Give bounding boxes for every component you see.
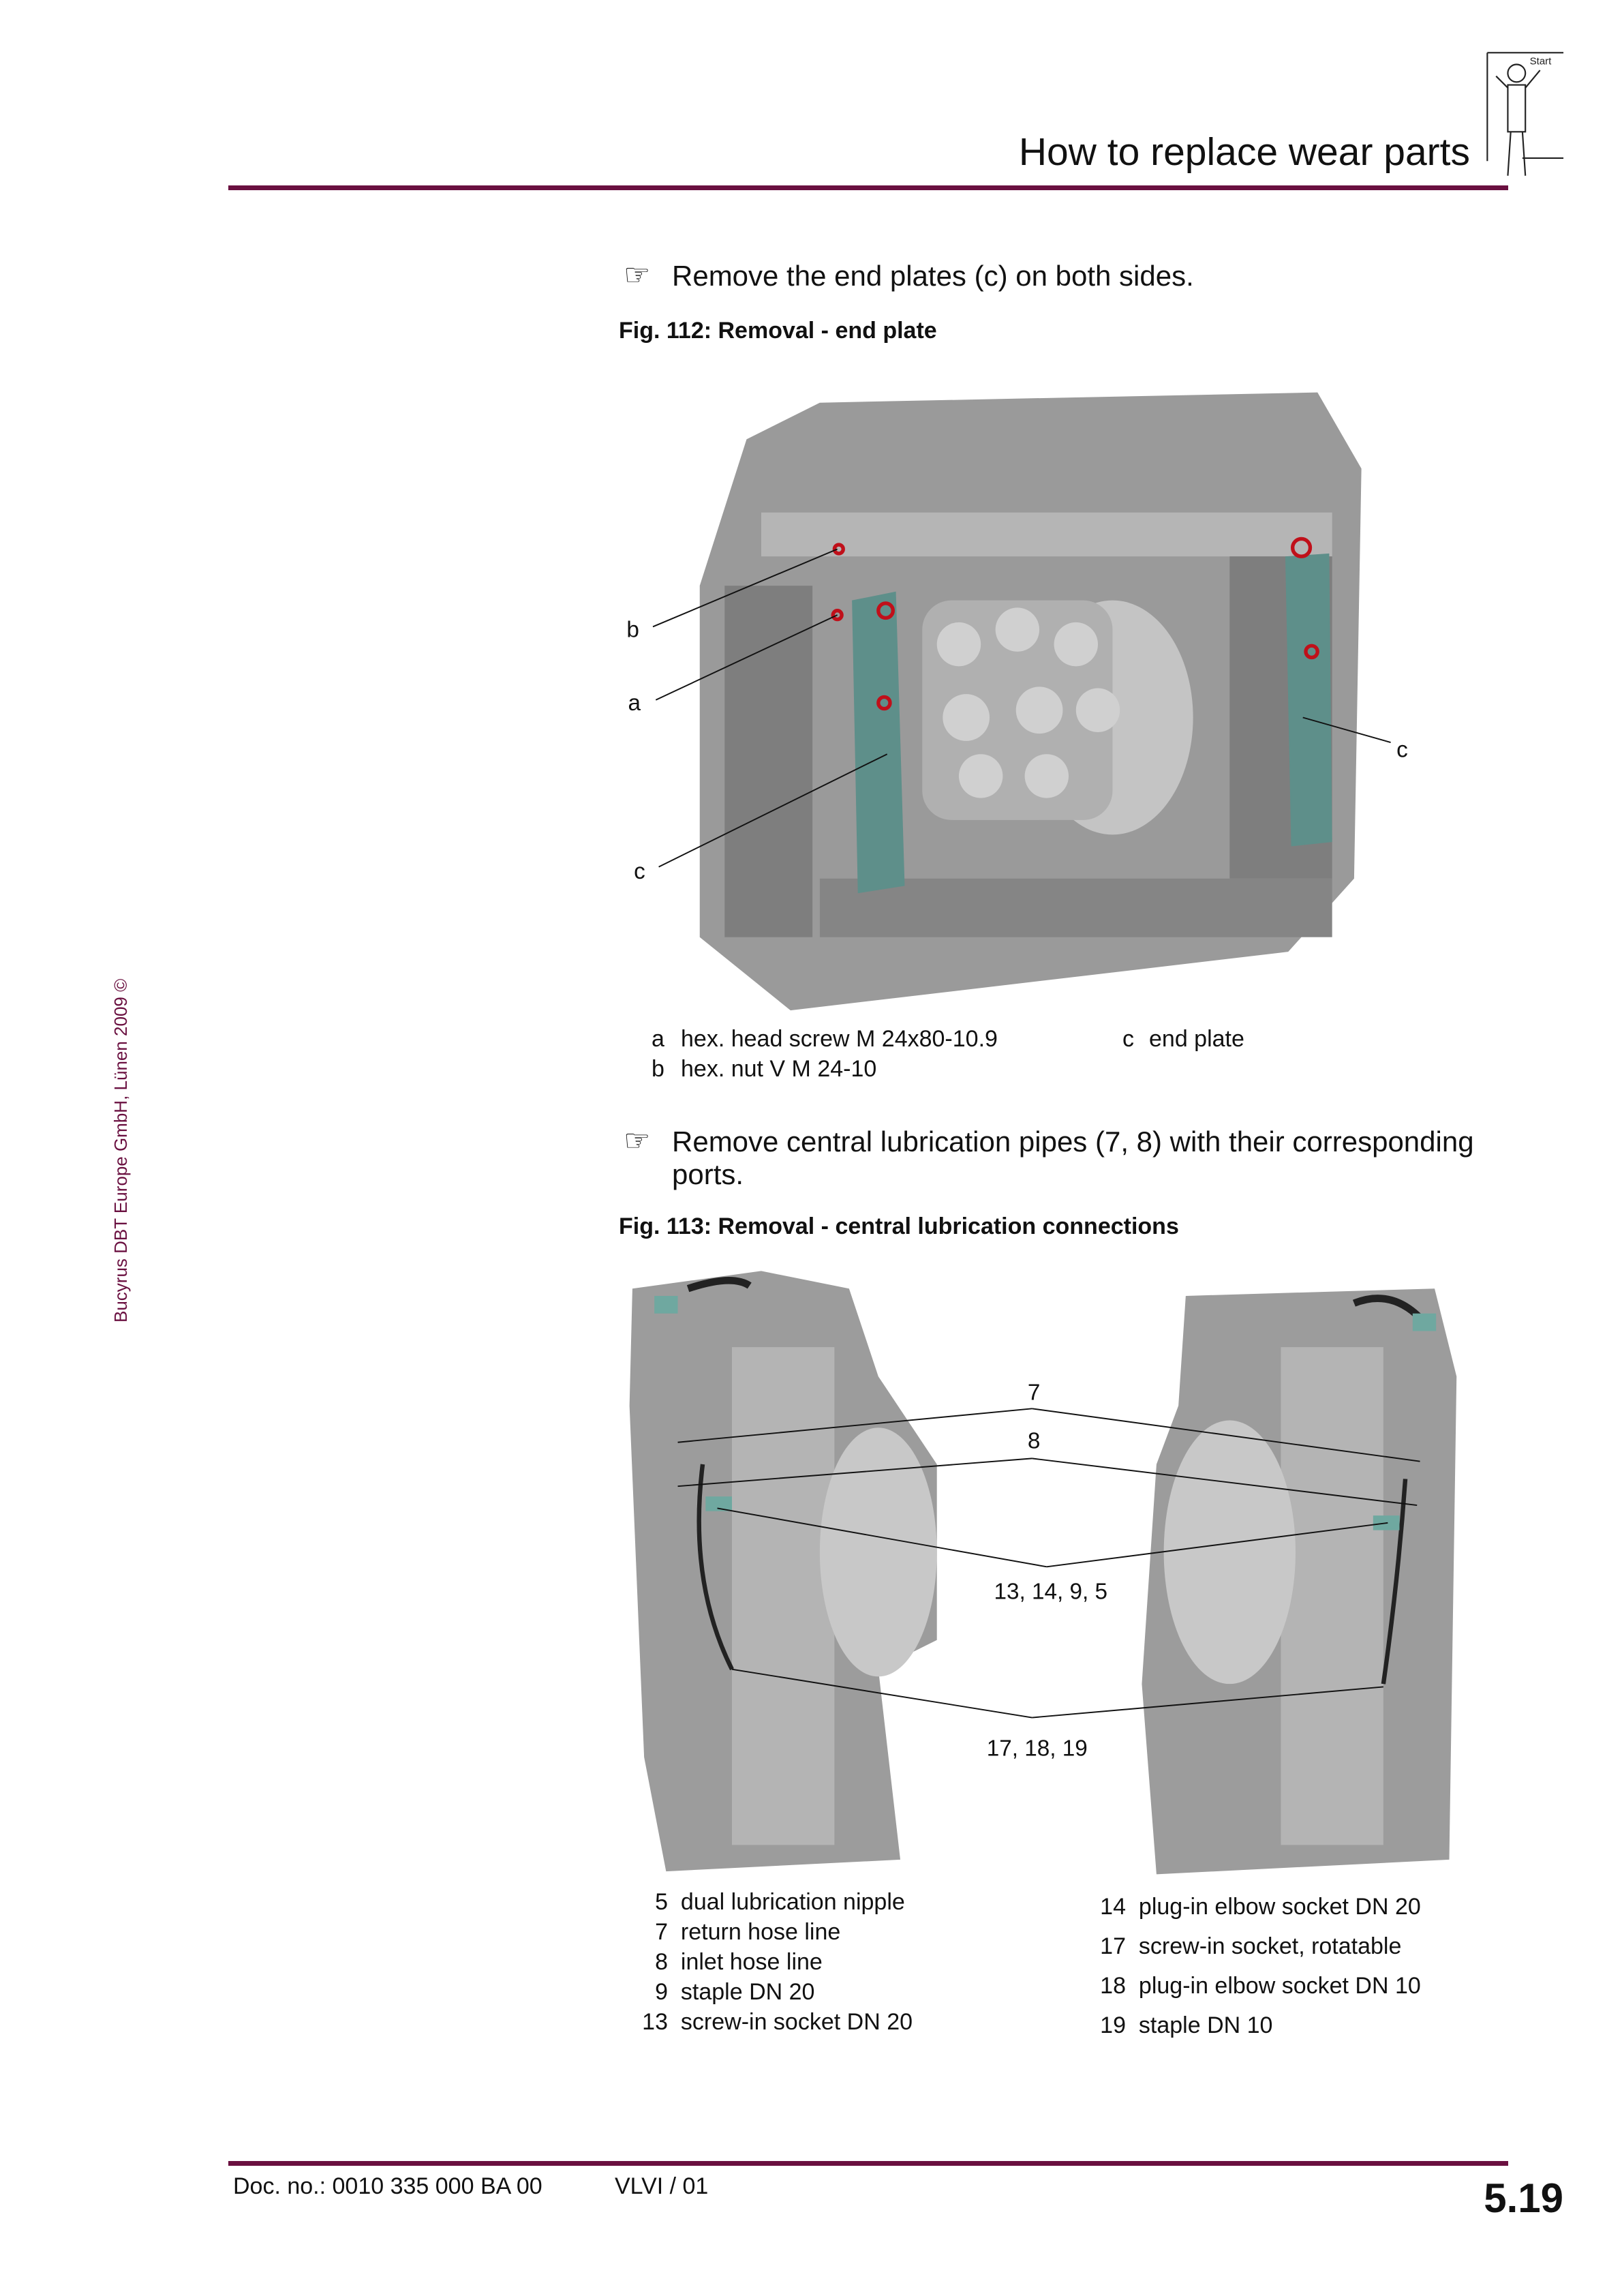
figure-112-end-plate: b a c c	[626, 392, 1408, 1011]
legend-text: screw-in socket, rotatable	[1138, 1933, 1402, 1959]
legend-key: 7	[655, 1919, 668, 1945]
legend-key: 9	[655, 1979, 668, 2005]
legend-text: plug-in elbow socket DN 10	[1138, 1973, 1421, 1999]
end-plate-left	[852, 591, 905, 894]
legend-text: inlet hose line	[680, 1949, 823, 1975]
callout-b: b	[626, 617, 639, 642]
legend-right: 14 plug-in elbow socket DN 20 17 screw-i…	[1071, 1887, 1421, 2045]
legend-text-a: hex. head screw M 24x80-10.9	[681, 1026, 998, 1052]
callout-c-left: c	[634, 859, 645, 884]
legend-key-a: a	[652, 1026, 664, 1052]
copyright-sidebar: Bucyrus DBT Europe GmbH, Lünen 2009 ©	[110, 978, 131, 1323]
legend-left: 5 dual lubrication nipple 7 return hose …	[613, 1887, 913, 2037]
header-rule	[228, 185, 1508, 190]
start-logo: Start	[1486, 52, 1564, 176]
pointing-hand-icon: ☞	[624, 258, 651, 292]
legend-text-c: end plate	[1149, 1026, 1244, 1052]
legend-key: 8	[655, 1949, 668, 1975]
step-2-line-2: ports.	[672, 1158, 744, 1190]
callout-8: 8	[1028, 1428, 1041, 1453]
callout-7: 7	[1028, 1380, 1041, 1405]
legend-text: dual lubrication nipple	[680, 1889, 905, 1915]
figure-113-lubrication: 7 8 13, 14, 9, 5 17, 18, 19	[629, 1271, 1457, 1875]
legend-text: screw-in socket DN 20	[680, 2009, 913, 2035]
legend-text: staple DN 10	[1138, 2012, 1273, 2038]
legend-text: plug-in elbow socket DN 20	[1138, 1894, 1421, 1920]
callout-c-right: c	[1396, 737, 1408, 762]
legend-text: return hose line	[680, 1919, 841, 1945]
legend-key: 18	[1100, 1973, 1126, 1999]
callout-17-18-19: 17, 18, 19	[987, 1736, 1088, 1761]
page-title: How to replace wear parts	[1018, 130, 1470, 174]
step-1-text: Remove the end plates (c) on both sides.	[672, 260, 1194, 292]
legend-text: staple DN 20	[680, 1979, 815, 2005]
legend-key: 14	[1100, 1894, 1126, 1920]
version: VLVI / 01	[615, 2173, 709, 2199]
figure-113-caption: Fig. 113: Removal - central lubrication …	[619, 1213, 1179, 1239]
legend-key-b: b	[652, 1056, 664, 1082]
callout-a: a	[628, 691, 641, 716]
callout-13-14-9-5: 13, 14, 9, 5	[994, 1580, 1107, 1605]
legend-key: 17	[1100, 1933, 1126, 1959]
legend-key-c: c	[1122, 1026, 1134, 1052]
legend-key: 19	[1100, 2012, 1126, 2038]
step-2-line-1: Remove central lubrication pipes (7, 8) …	[672, 1126, 1474, 1158]
figure-112-caption: Fig. 112: Removal - end plate	[619, 318, 937, 344]
footer-rule	[228, 2161, 1508, 2166]
logo-text: Start	[1530, 56, 1552, 67]
pointing-hand-icon: ☞	[624, 1124, 651, 1158]
legend-key: 13	[642, 2009, 668, 2035]
page-number: 5.19	[1484, 2175, 1563, 2221]
end-plate-right	[1285, 553, 1332, 847]
doc-number: Doc. no.: 0010 335 000 BA 00	[233, 2173, 542, 2199]
legend-key: 5	[655, 1889, 668, 1915]
legend-text-b: hex. nut V M 24-10	[681, 1056, 877, 1082]
